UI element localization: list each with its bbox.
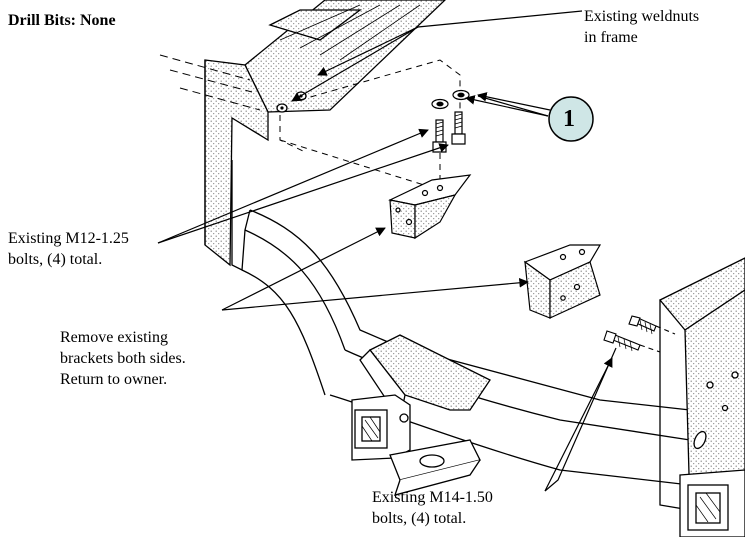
m14-bolts-label: Existing M14-1.50 bolts, (4) total. <box>372 487 493 529</box>
m14-line-1: Existing M14-1.50 <box>372 489 493 506</box>
right-frame-rail <box>658 257 745 537</box>
m12-bolts-label: Existing M12-1.25 bolts, (4) total. <box>8 228 129 270</box>
weldnuts-line-2: in frame <box>584 29 638 46</box>
drill-bits-header: Drill Bits: None <box>8 12 116 29</box>
m14-bolts <box>603 315 676 353</box>
brackets-line-2: brackets both sides. <box>60 350 186 367</box>
left-frame-rail <box>159 0 461 267</box>
m12-bolts-and-washers <box>431 89 470 153</box>
callout-number: 1 <box>563 106 575 132</box>
leader-lines <box>157 10 617 492</box>
weldnuts-line-1: Existing weldnuts <box>584 8 700 25</box>
hitch-crossbar <box>231 160 691 486</box>
brackets-line-3: Return to owner. <box>60 371 168 388</box>
m12-line-2: bolts, (4) total. <box>8 251 103 268</box>
removed-bracket-lower <box>523 244 602 319</box>
brackets-line-1: Remove existing <box>60 329 168 346</box>
m12-line-1: Existing M12-1.25 <box>8 230 129 247</box>
receiver-tube <box>351 394 481 496</box>
m14-line-2: bolts, (4) total. <box>372 510 467 527</box>
weldnuts-label: Existing weldnuts in frame <box>584 6 699 48</box>
brackets-label: Remove existing brackets both sides. Ret… <box>60 327 186 390</box>
removed-bracket-upper <box>388 174 472 240</box>
callout-circle <box>548 96 594 142</box>
